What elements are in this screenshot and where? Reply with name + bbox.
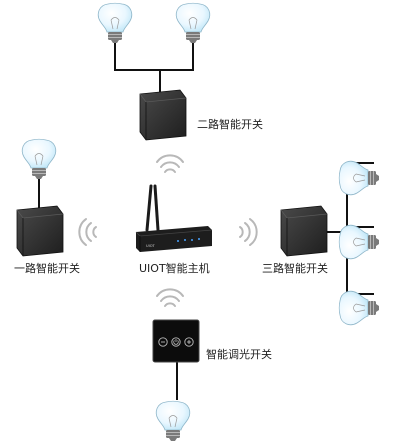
light-bulb-icon bbox=[175, 2, 211, 44]
minus-icon bbox=[158, 337, 168, 347]
light-bulb-icon bbox=[97, 2, 133, 44]
status-led bbox=[184, 239, 186, 241]
plus-icon bbox=[184, 337, 194, 347]
power-icon bbox=[171, 337, 181, 347]
wireless-signal-icon bbox=[239, 218, 258, 246]
single-switch-panel bbox=[16, 205, 64, 257]
triple-switch-label: 三路智能开关 bbox=[262, 262, 328, 275]
dual-switch-label: 二路智能开关 bbox=[197, 118, 263, 131]
wireless-signal-icon bbox=[78, 218, 97, 246]
antenna bbox=[153, 184, 160, 232]
hub-label: UIOT智能主机 bbox=[139, 262, 210, 275]
dimmer-switch-panel bbox=[152, 319, 200, 363]
wireless-signal-icon bbox=[156, 288, 184, 307]
status-led bbox=[198, 238, 200, 240]
status-led bbox=[191, 239, 193, 241]
status-led bbox=[177, 240, 179, 242]
light-bulb-icon bbox=[338, 290, 380, 326]
dimmer-switch-label: 智能调光开关 bbox=[206, 348, 272, 361]
single-switch-label: 一路智能开关 bbox=[14, 262, 80, 275]
triple-switch-panel bbox=[280, 205, 328, 257]
dual-switch-panel bbox=[139, 89, 187, 141]
light-bulb-icon bbox=[155, 400, 191, 442]
router-hub-icon: UIOT bbox=[135, 184, 213, 252]
light-bulb-icon bbox=[338, 160, 380, 196]
light-bulb-icon bbox=[338, 224, 380, 260]
antenna bbox=[145, 184, 153, 232]
wireless-signal-icon bbox=[156, 154, 184, 173]
light-bulb-icon bbox=[21, 138, 57, 180]
hub-brand-label: UIOT bbox=[146, 244, 156, 248]
